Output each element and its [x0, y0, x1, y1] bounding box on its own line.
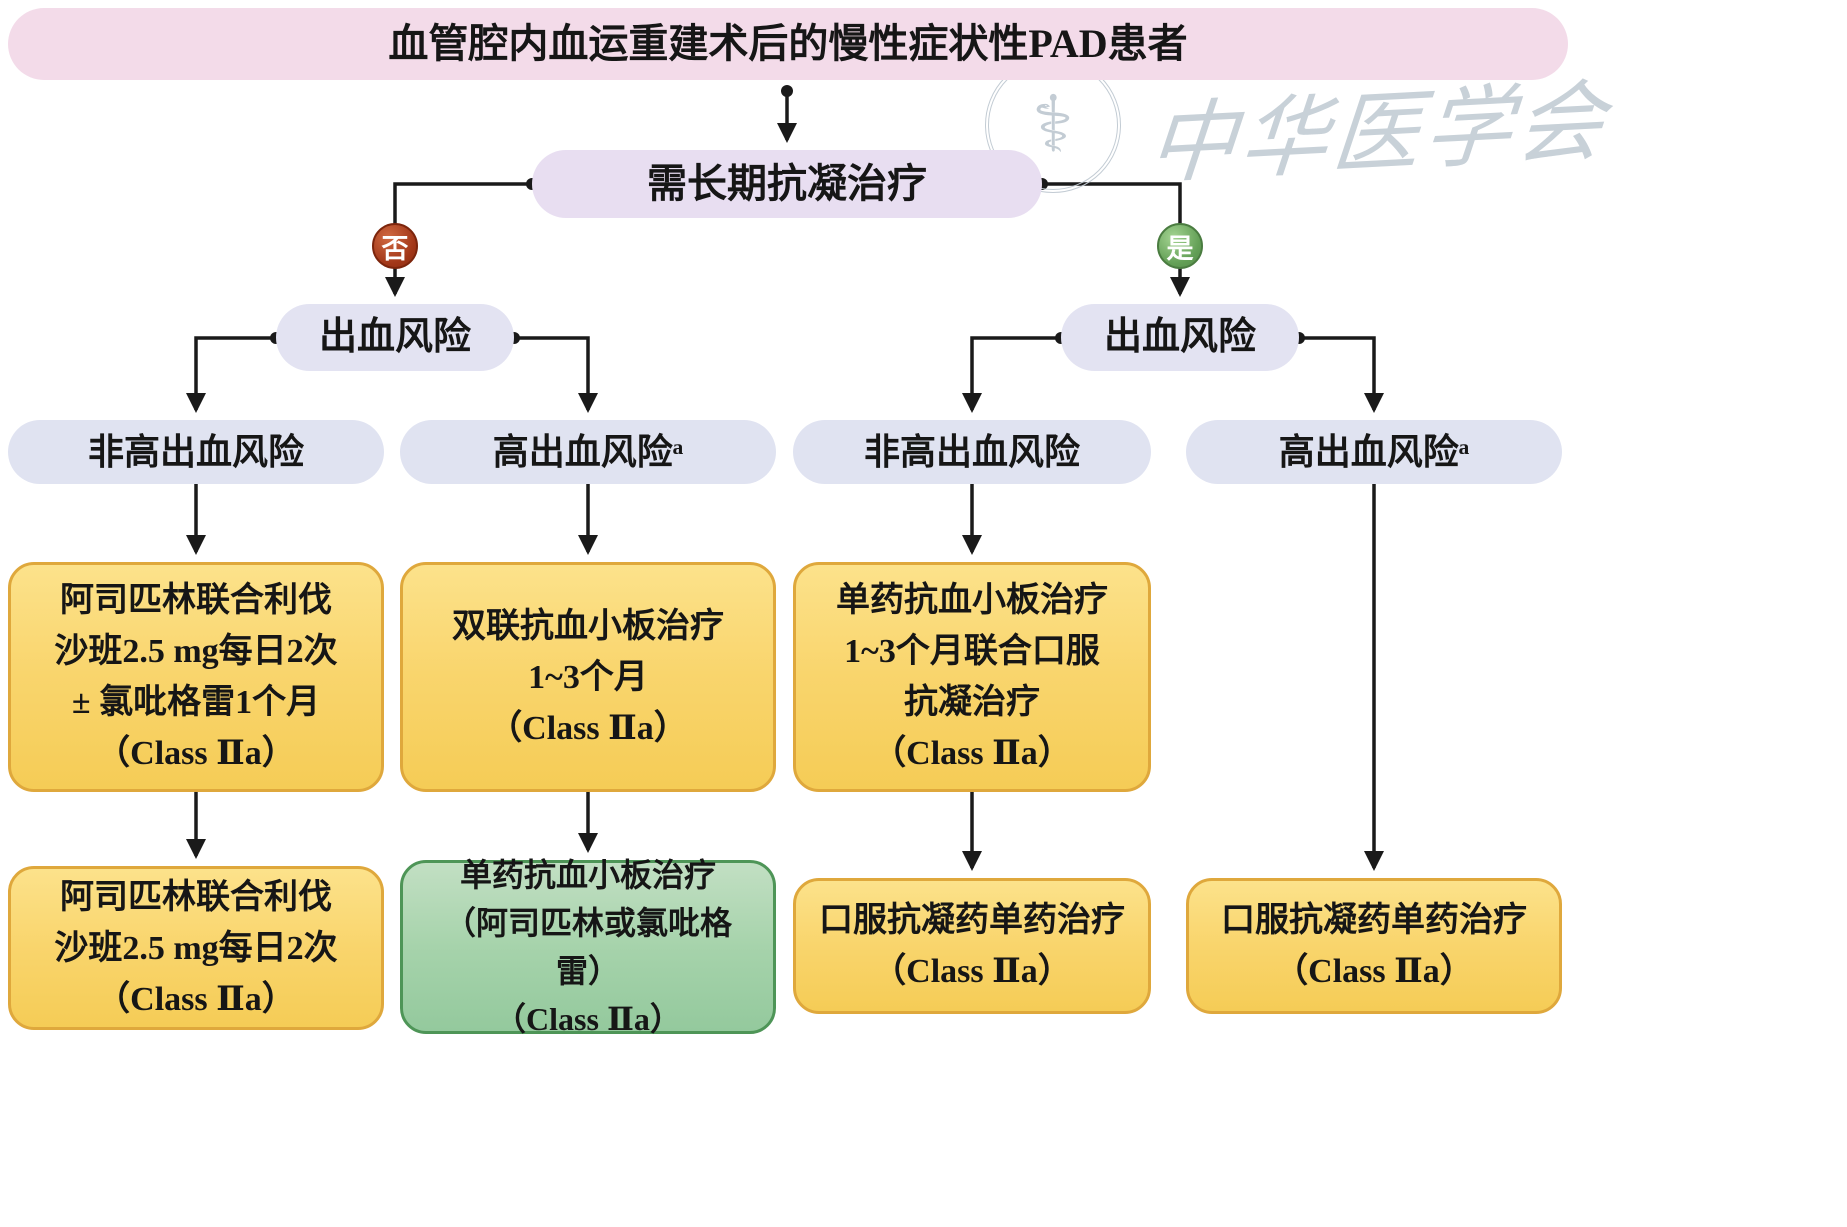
pill-non-high-bleeding-risk-no-oac: 非高出血风险 [8, 420, 384, 484]
box-oac-monotherapy-left: 口服抗凝药单药治疗 （Class Ⅱa） [793, 878, 1151, 1014]
node-patient-population: 血管腔内血运重建术后的慢性症状性PAD患者 [8, 8, 1568, 80]
branch-yes-badge: 是 [1157, 223, 1203, 269]
box-sapt-plus-oral-anticoagulation: 单药抗血小板治疗 1~3个月联合口服 抗凝治疗 （Class Ⅱa） [793, 562, 1151, 792]
box-single-antiplatelet-therapy: 单药抗血小板治疗 （阿司匹林或氯吡格雷） （Class Ⅱa） [400, 857, 776, 1037]
node-bleeding-risk-left: 出血风险 [276, 304, 514, 371]
pill-non-high-bleeding-risk-oac: 非高出血风险 [793, 420, 1151, 484]
box-aspirin-rivaroxaban-plus-clopidogrel: 阿司匹林联合利伐 沙班2.5 mg每日2次 ± 氯吡格雷1个月 （Class Ⅱ… [8, 562, 384, 792]
box-oac-monotherapy-right: 口服抗凝药单药治疗 （Class Ⅱa） [1186, 878, 1562, 1014]
box-aspirin-rivaroxaban-longterm: 阿司匹林联合利伐 沙班2.5 mg每日2次 （Class Ⅱa） [8, 866, 384, 1030]
node-anticoagulation-decision: 需长期抗凝治疗 [532, 150, 1042, 218]
pill-high-bleeding-risk-no-oac: 高出血风险ᵃ [400, 420, 776, 484]
box-dapt-1-3-months: 双联抗血小板治疗 1~3个月 （Class Ⅱa） [400, 562, 776, 792]
pill-high-bleeding-risk-oac: 高出血风险ᵃ [1186, 420, 1562, 484]
node-bleeding-risk-right: 出血风险 [1061, 304, 1299, 371]
connector-paths [186, 88, 1384, 871]
branch-no-badge: 否 [372, 223, 418, 269]
